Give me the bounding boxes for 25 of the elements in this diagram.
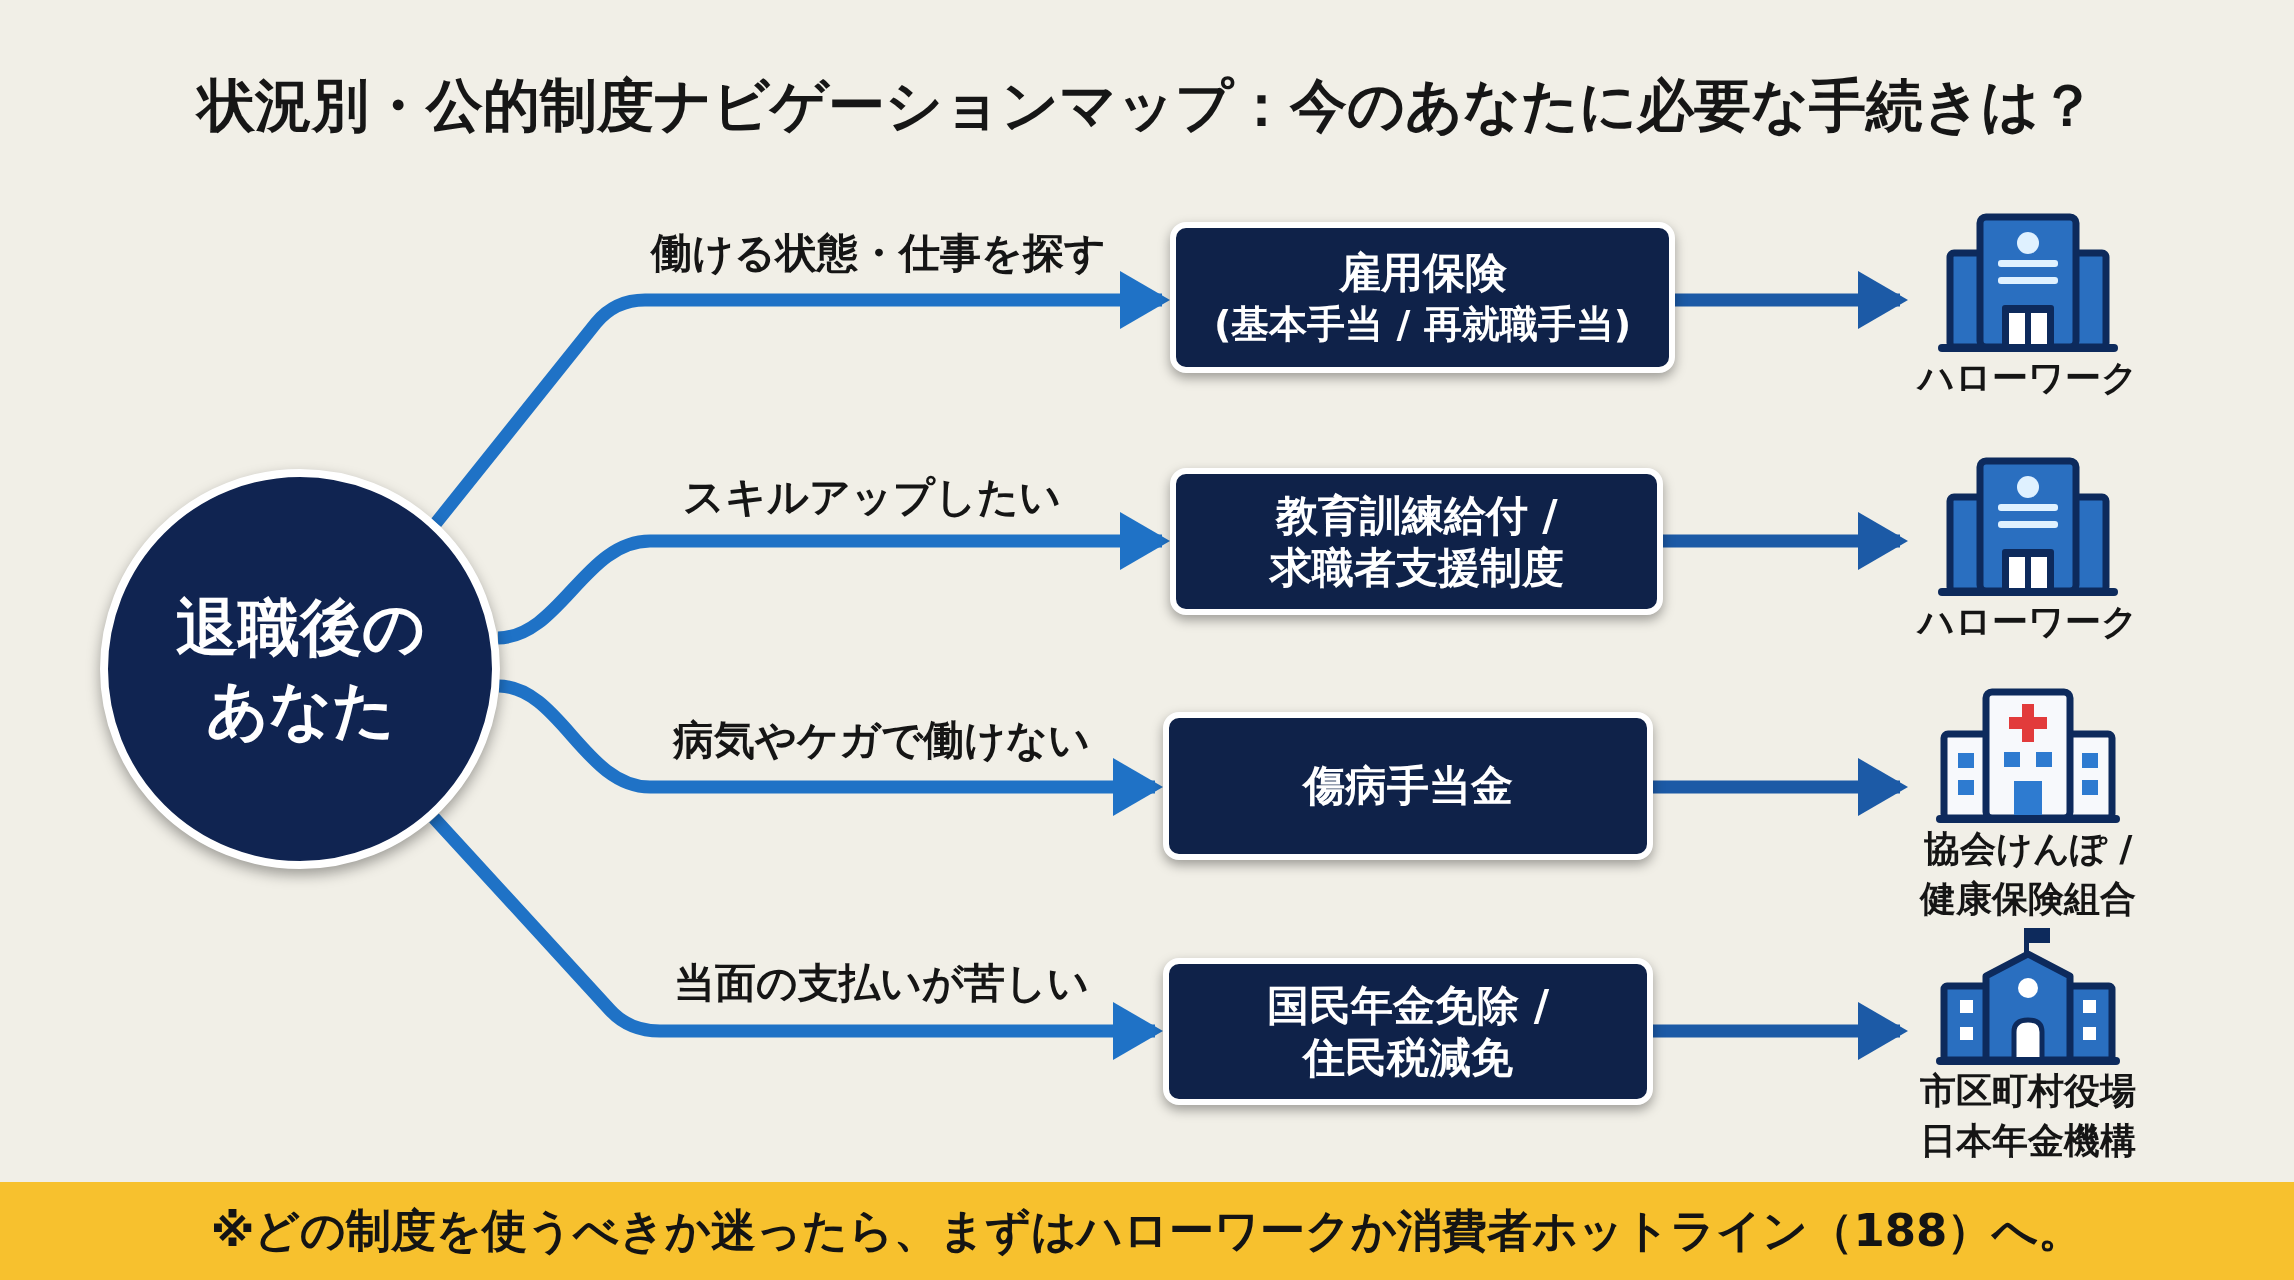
box-text: 傷病手当金 — [1303, 760, 1513, 812]
arrow — [1653, 1002, 1908, 1060]
arrow — [430, 271, 1170, 528]
note-banner: ※どの制度を使うべきか迷ったら、まずはハローワークか消費者ホットライン（188）へ。 — [0, 1182, 2294, 1280]
box-text: 国民年金免除 / 住民税減免 — [1266, 979, 1550, 1084]
box-text: 雇用保険 — [1338, 246, 1507, 299]
box-subtext: (基本手当 / 再就職手当) — [1213, 300, 1632, 348]
process-box — [1170, 222, 1675, 373]
process-box — [1170, 468, 1663, 615]
title: 状況別・公的制度ナビゲーションマップ：今のあなたに必要な手続きは？ — [0, 68, 2294, 142]
arrow — [1653, 758, 1908, 816]
arrow — [1675, 271, 1908, 329]
arrow — [429, 813, 1163, 1060]
arrow — [1663, 512, 1908, 570]
circle-text: 退職後のあなた — [174, 590, 426, 748]
box-text: 教育訓練給付 / 求職者支援制度 — [1268, 489, 1565, 594]
place-label: 市区町村役場 — [1920, 1069, 2136, 1113]
arrow — [497, 512, 1170, 645]
place-label: ハローワーク — [1918, 356, 2138, 400]
process-box — [1163, 958, 1653, 1105]
arrow — [498, 679, 1163, 816]
place-label: 日本年金機構 — [1920, 1119, 2136, 1163]
place-label: ハローワーク — [1918, 600, 2138, 644]
place-label: 協会けんぽ / 健康保険組合 — [1918, 827, 2137, 921]
process-box — [1163, 712, 1653, 860]
